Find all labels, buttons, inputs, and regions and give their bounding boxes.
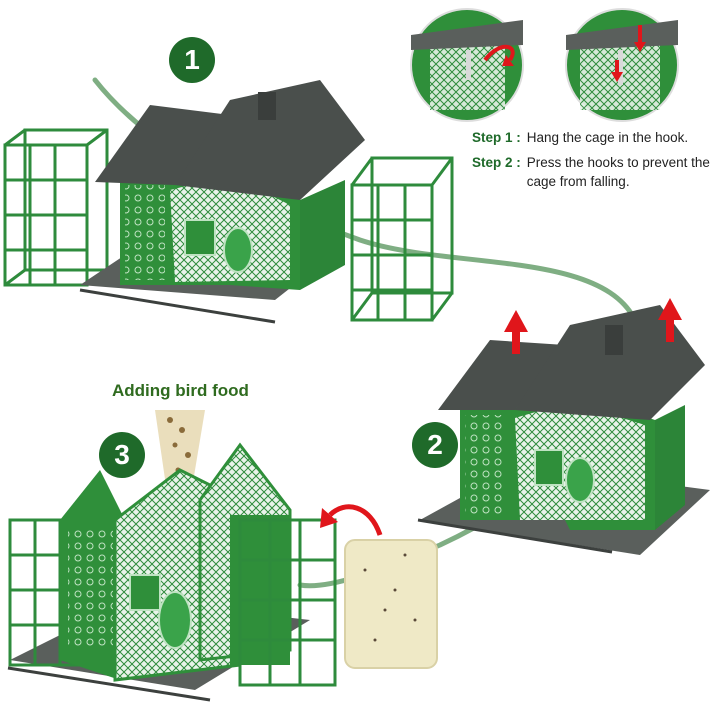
feeder-open (7, 410, 438, 702)
lift-arrow-icon (504, 298, 682, 354)
step-instructions: Step 1 : Hang the cage in the hook. Step… (472, 128, 712, 197)
step-text-2: Press the hooks to prevent the cage from… (526, 155, 710, 189)
right-suet-cage (350, 156, 454, 322)
left-suet-cage (3, 128, 109, 287)
step-badge-1: 1 (169, 37, 215, 83)
step-row-1: Step 1 : Hang the cage in the hook. (472, 128, 712, 147)
insert-arrow-icon (328, 504, 383, 536)
step-label-2: Step 2 : (472, 155, 521, 170)
roof (95, 105, 230, 185)
step-text-1: Hang the cage in the hook. (526, 130, 689, 145)
feeder-assembled (417, 298, 710, 555)
step-row-2: Step 2 : Press the hooks to prevent the … (472, 153, 712, 191)
adding-food-label: Adding bird food (112, 381, 249, 400)
hook-detail-step1 (410, 8, 524, 122)
step-badge-2: 2 (412, 422, 458, 468)
step-label-1: Step 1 : (472, 130, 521, 145)
step-badge-3: 3 (99, 432, 145, 478)
hook-arrow-icon (483, 44, 515, 62)
hook-detail-step2 (565, 8, 679, 122)
suet-cake (344, 539, 438, 669)
feeder-top (3, 80, 454, 324)
